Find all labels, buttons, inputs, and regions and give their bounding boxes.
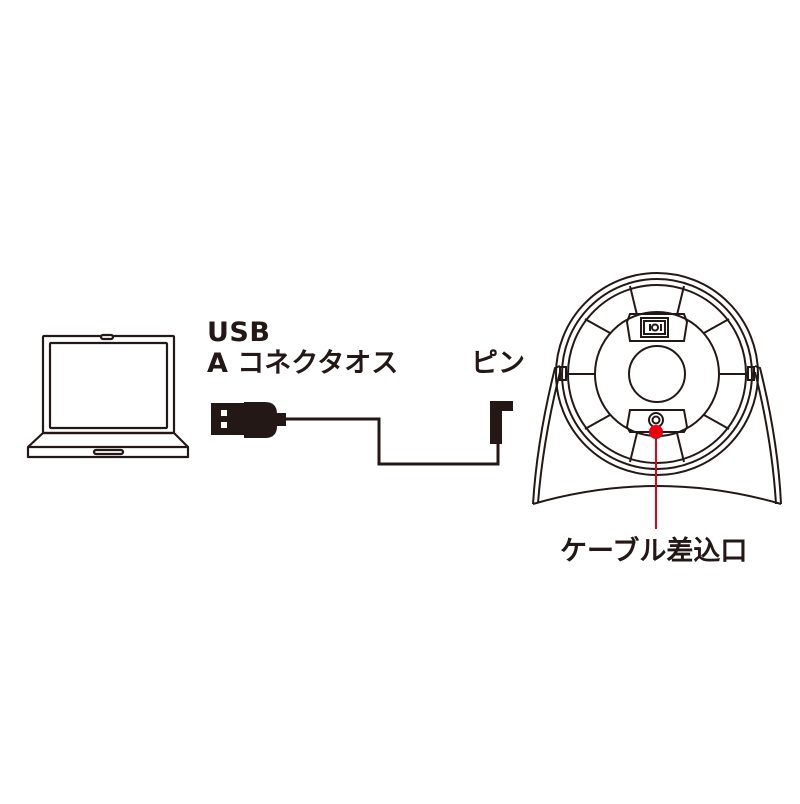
cable-port-callout (649, 425, 663, 529)
a-connector-male-label: A コネクタオス (207, 348, 399, 379)
cable-line (286, 417, 500, 466)
usb-label: USB (207, 317, 271, 348)
cable-port-label: ケーブル差込口 (560, 536, 748, 567)
fan-icon (555, 272, 759, 476)
power-switch-icon (625, 313, 689, 342)
usb-a-male-plug-icon (211, 402, 286, 438)
pin-label: ピン (471, 348, 525, 379)
laptop-icon (26, 333, 190, 459)
l-shaped-pin-plug-icon (490, 401, 513, 444)
fan-grill-ribs (568, 285, 746, 463)
